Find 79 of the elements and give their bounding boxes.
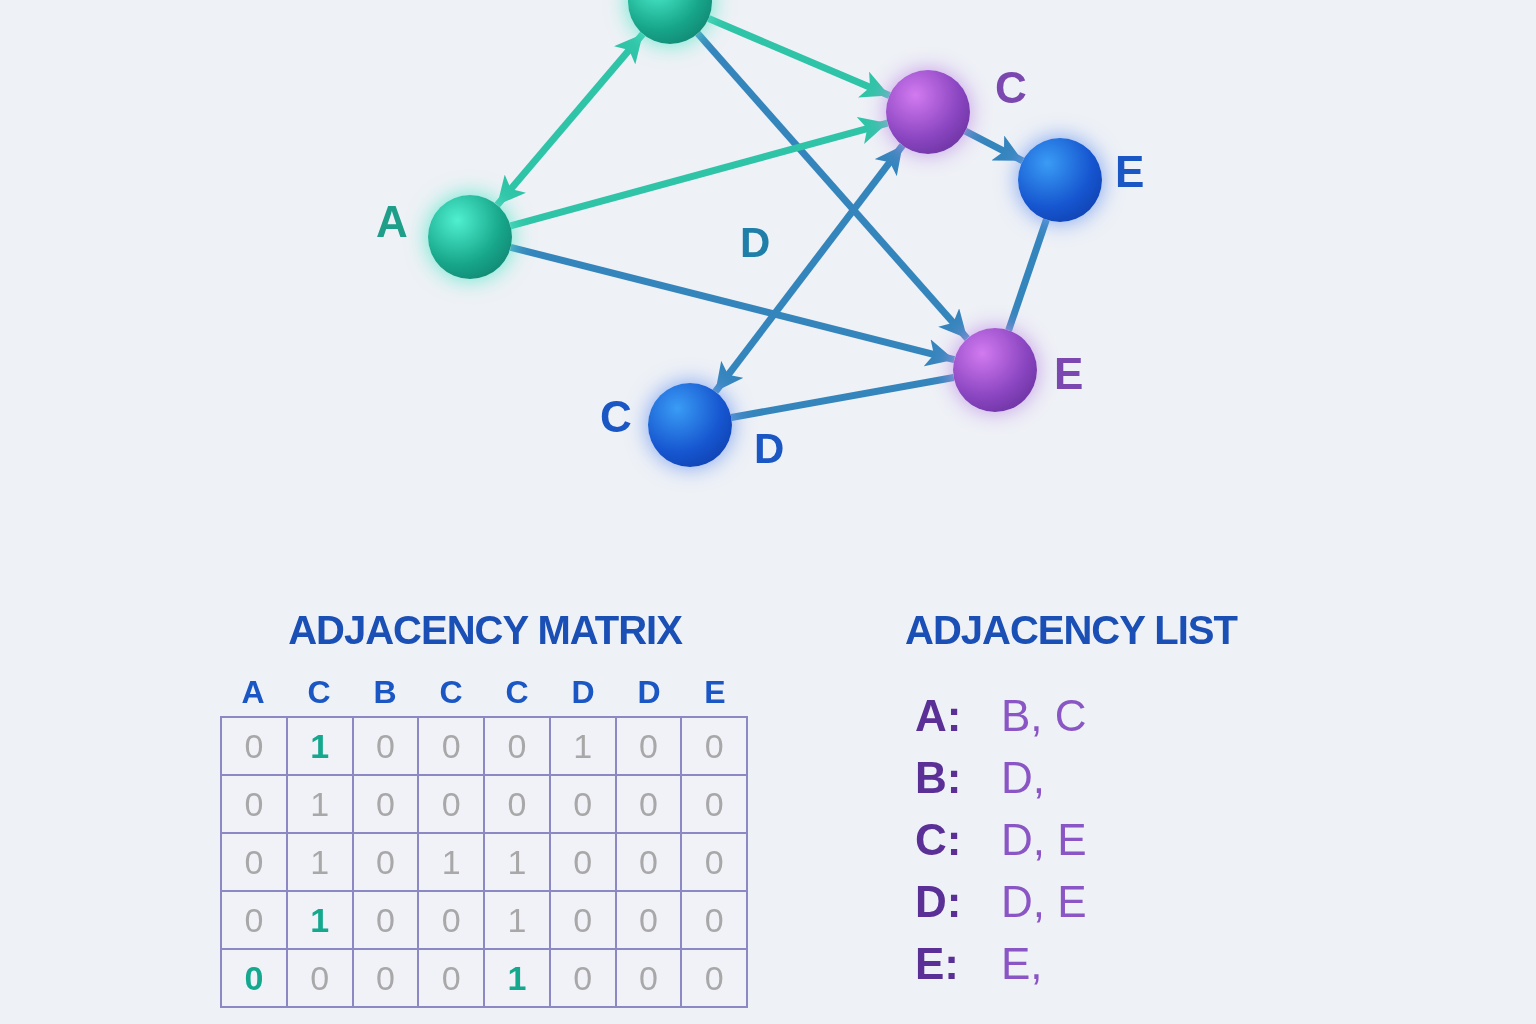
node-label: E [1054,352,1084,396]
matrix-cell: 0 [222,718,288,776]
matrix-cell: 0 [616,892,683,950]
arrow [509,243,956,367]
list-key: C: [915,814,1001,866]
matrix-cell: 1 [485,950,551,1008]
floating-label: D [740,222,771,264]
column-header: B [372,673,398,712]
matrix-cell: 0 [682,892,748,950]
arrow [963,128,1025,164]
matrix-cell: 0 [419,776,485,834]
matrix-cell: 0 [353,718,420,776]
matrix-cell: 0 [419,892,485,950]
node-label: C [995,66,1027,110]
node-label: C [600,395,632,439]
matrix-cell: 0 [353,776,420,834]
column-header: A [240,673,266,712]
graph-node [648,383,732,467]
list-key: B: [915,752,1001,804]
column-header: D [570,673,596,712]
matrix-cell: 0 [616,776,683,834]
matrix-cell: 0 [419,718,485,776]
node-label: A [376,200,408,244]
matrix-cell: 1 [287,718,354,776]
matrix-cell: 0 [682,834,748,892]
list-neighbors: D, E [1001,876,1087,928]
matrix-cell: 0 [353,950,420,1008]
list-key: A: [915,690,1001,742]
matrix-cell: 0 [353,834,420,892]
list-neighbors: D, [1001,752,1046,804]
matrix-cell: 0 [353,892,420,950]
matrix-cell: 0 [222,834,288,892]
arrow [695,31,970,341]
list-key: E: [915,938,1001,990]
matrix-cell: 1 [485,834,551,892]
matrix-cell: 0 [550,950,617,1008]
column-header: C [438,673,464,712]
matrix-cell: 0 [419,950,485,1008]
matrix-cell: 0 [550,892,617,950]
list-key: D: [915,876,1001,928]
graph-node [953,328,1037,412]
list-neighbors: D, E [1001,814,1087,866]
matrix-cell: 1 [485,892,551,950]
matrix-cell: 0 [485,718,551,776]
column-header: C [306,673,332,712]
list-title: ADJACENCY LIST [905,607,1237,654]
matrix-cell: 0 [550,834,617,892]
matrix-cell: 1 [550,718,617,776]
matrix-cell: 0 [682,718,748,776]
matrix-cell: 0 [616,834,683,892]
arrow [509,116,889,230]
matrix-cell: 0 [550,776,617,834]
node-label: D [754,428,785,470]
matrix-cell: 0 [222,950,288,1008]
matrix-cell: 0 [222,776,288,834]
column-header: E [703,673,727,712]
column-header: D [636,673,662,712]
matrix-cell: 1 [287,892,354,950]
graph-node [428,195,512,279]
matrix-cell: 1 [287,834,354,892]
list-neighbors: E, [1001,938,1044,990]
node-label: E [1115,150,1145,194]
matrix-cell: 0 [222,892,288,950]
arrow [712,143,906,394]
column-header: C [504,673,530,712]
matrix-cell: 0 [287,950,354,1008]
matrix-cell: 0 [616,950,683,1008]
matrix-cell: 1 [419,834,485,892]
matrix-cell: 0 [616,718,683,776]
matrix-cell: 0 [682,950,748,1008]
arrow [494,31,646,208]
list-neighbors: B, C [1001,690,1087,742]
arrow [707,15,891,99]
matrix-cell: 1 [287,776,354,834]
matrix-cell: 0 [682,776,748,834]
graph-node [1018,138,1102,222]
matrix-title: ADJACENCY MATRIX [287,607,684,654]
matrix-cell: 0 [485,776,551,834]
graph-node [886,70,970,154]
